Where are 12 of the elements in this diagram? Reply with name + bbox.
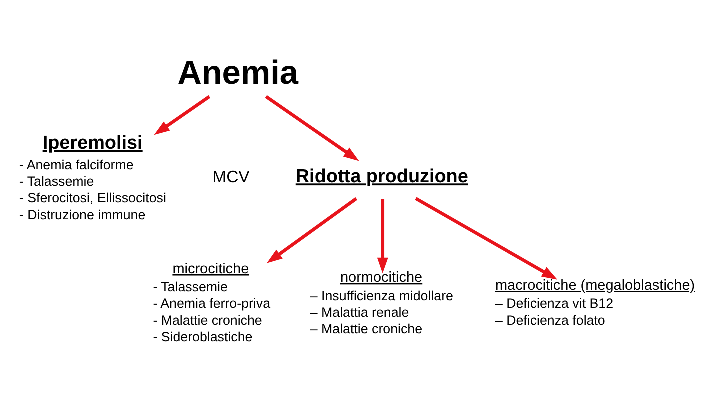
arrow [267,196,358,263]
arrow [154,94,211,135]
node-text: Iperemolisi - Anemia falciforme - Talassemie - Sferocitosi, Ellissocitosi - Distruzione immune [19,132,166,222]
node-text: Ridotta produzione [296,166,468,188]
arrow [415,196,558,280]
label: MCV [212,167,250,186]
node-text: normocitiche – Insufficienza midollare – Malattia renale – Malattie croniche [310,270,454,336]
node-text: microcitiche - Talassemie - Anemia ferro-priva - Malattie croniche - Sideroblastiche [153,260,271,344]
arrow [377,198,388,274]
node-text: macrocitiche (megaloblastiche) – Deficienza vit B12 – Deficienza folato [495,278,696,328]
node-text: Anemia [178,54,299,92]
arrow [265,94,360,161]
